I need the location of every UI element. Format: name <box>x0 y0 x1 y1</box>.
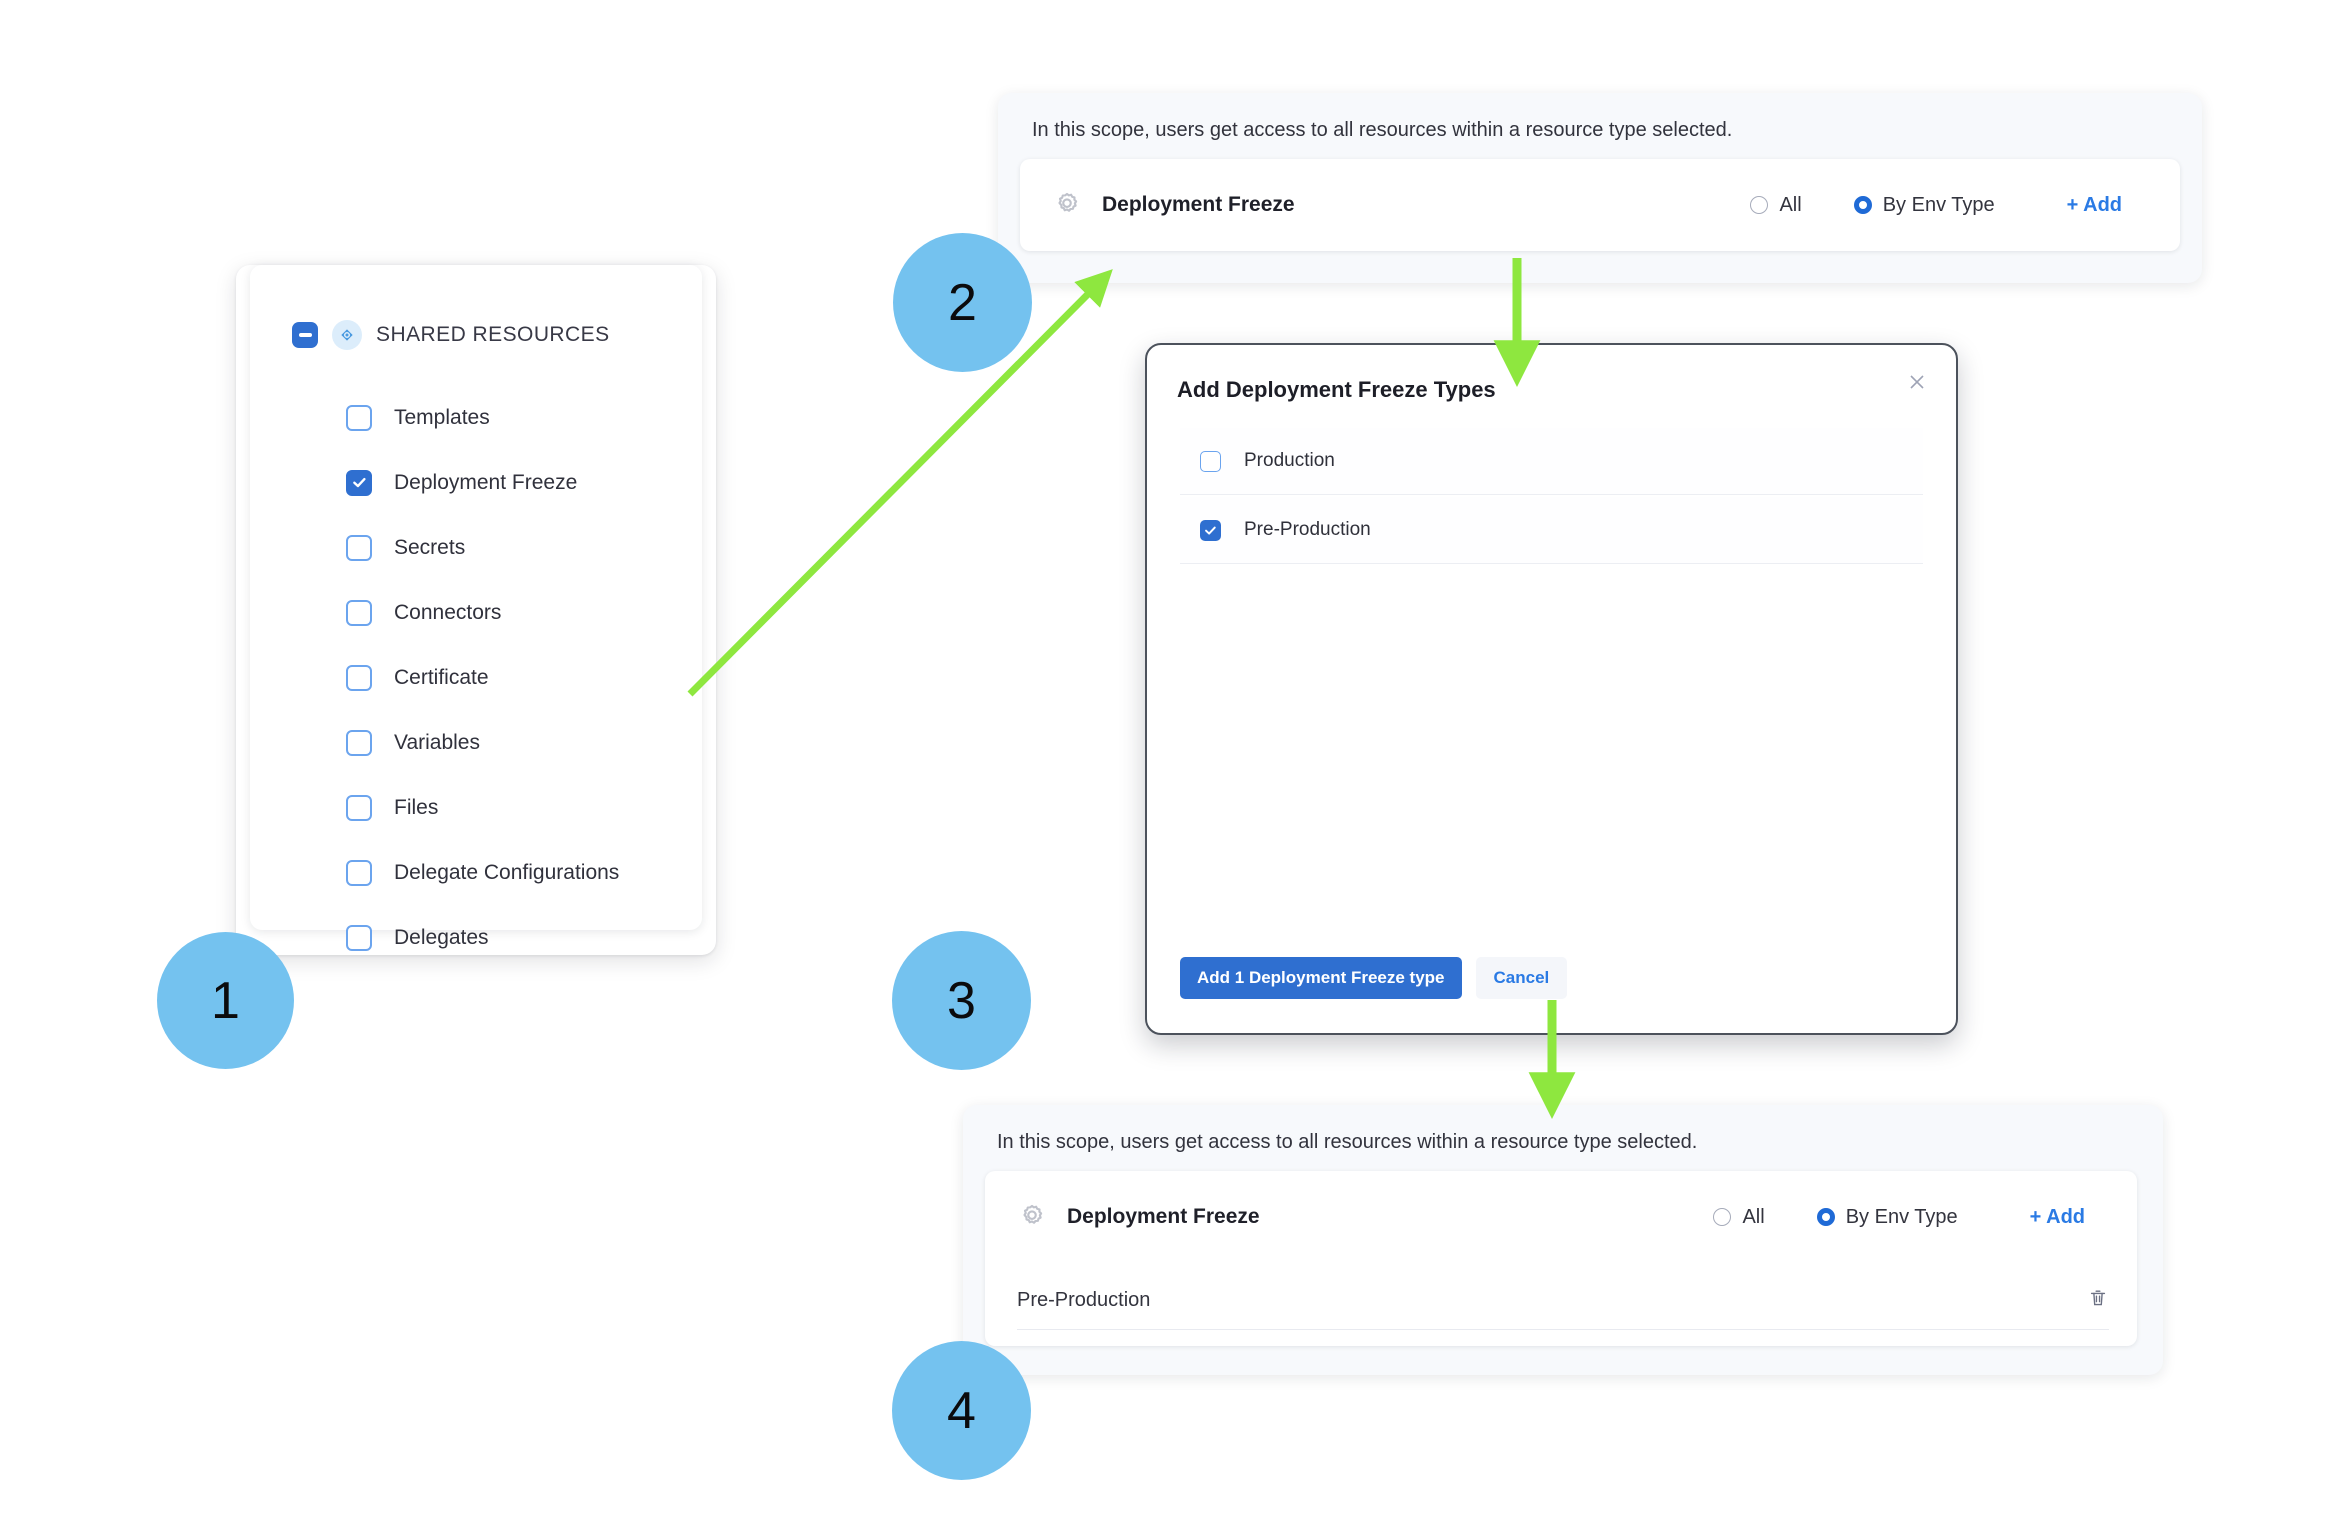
step-bubble-3: 3 <box>892 931 1031 1070</box>
checkbox-templates[interactable] <box>346 404 372 431</box>
env-type-name: Pre-Production <box>1017 1288 1151 1311</box>
modal-option-production-label: Production <box>1244 450 1335 471</box>
resource-type-card-after: Deployment Freeze All By Env Type + Add <box>985 1171 2137 1346</box>
gear-icon <box>1017 1202 1047 1232</box>
checkbox-secrets[interactable] <box>346 534 372 561</box>
minus-icon[interactable] <box>292 322 318 348</box>
resource-type-name-after: Deployment Freeze <box>1067 1205 1260 1228</box>
radio-all[interactable] <box>1750 196 1769 214</box>
checkbox-delegate-configurations[interactable] <box>346 859 372 886</box>
shared-resource-item[interactable]: Delegates <box>346 905 676 970</box>
shared-resources-title: SHARED RESOURCES <box>376 323 610 346</box>
radio-all-label: All <box>1779 193 1802 216</box>
scope-panel-after: In this scope, users get access to all r… <box>963 1105 2163 1375</box>
radio-by-env-type-after[interactable] <box>1816 1208 1835 1226</box>
scope-panel-before: In this scope, users get access to all r… <box>998 93 2202 283</box>
cancel-button[interactable]: Cancel <box>1475 957 1568 999</box>
shared-resources-header[interactable]: SHARED RESOURCES <box>292 320 610 350</box>
radio-all-after-label: All <box>1742 1205 1765 1228</box>
resource-type-row: Deployment Freeze All By Env Type + Add <box>1020 159 2180 251</box>
shared-resource-label: Templates <box>394 405 490 429</box>
radio-by-env-type-after-label: By Env Type <box>1845 1205 1958 1228</box>
scope-description: In this scope, users get access to all r… <box>1032 119 1733 141</box>
gear-icon <box>1052 190 1082 220</box>
shared-resource-item[interactable]: Deployment Freeze <box>346 450 676 515</box>
scope-controls: All By Env Type + Add <box>1750 194 2180 217</box>
step-bubble-2: 2 <box>893 233 1032 372</box>
checkbox-delegates[interactable] <box>346 924 372 951</box>
modal-option-pre-production[interactable]: Pre-Production <box>1180 497 1923 564</box>
shared-resource-label: Delegate Configurations <box>394 860 620 884</box>
step-bubble-4: 4 <box>892 1341 1031 1480</box>
radio-by-env-type-label: By Env Type <box>1882 193 1995 216</box>
step-bubble-1: 1 <box>157 932 294 1069</box>
checkbox-certificate[interactable] <box>346 664 372 691</box>
trash-icon[interactable] <box>2087 1287 2109 1314</box>
shared-resource-item[interactable]: Variables <box>346 710 676 775</box>
shared-resource-label: Files <box>394 795 439 819</box>
shared-resource-label: Deployment Freeze <box>394 470 578 494</box>
add-button-before[interactable]: + Add <box>2066 193 2122 216</box>
radio-option-by-env-type-after[interactable]: By Env Type <box>1816 1205 1958 1229</box>
checkbox-deployment-freeze[interactable] <box>346 469 372 496</box>
arrow-1-to-2 <box>687 269 1113 697</box>
shared-resource-label: Variables <box>394 730 480 754</box>
radio-option-all-after[interactable]: All <box>1713 1205 1765 1229</box>
scope-description-after: In this scope, users get access to all r… <box>997 1131 1698 1153</box>
checkbox-variables[interactable] <box>346 729 372 756</box>
close-icon[interactable] <box>1902 367 1932 397</box>
radio-option-all[interactable]: All <box>1750 193 1802 217</box>
modal-footer: Add 1 Deployment Freeze type Cancel <box>1180 957 1568 999</box>
checkbox-files[interactable] <box>346 794 372 821</box>
modal-option-production[interactable]: Production <box>1180 428 1923 495</box>
shared-resource-item[interactable]: Templates <box>346 385 676 450</box>
shared-resource-item[interactable]: Files <box>346 775 676 840</box>
modal-option-pre-production-label: Pre-Production <box>1244 519 1371 540</box>
shared-resource-item[interactable]: Secrets <box>346 515 676 580</box>
add-deployment-freeze-types-modal: Add Deployment Freeze Types Production P… <box>1145 343 1958 1035</box>
shared-resource-label: Secrets <box>394 535 466 559</box>
modal-title: Add Deployment Freeze Types <box>1177 377 1496 402</box>
checkbox-connectors[interactable] <box>346 599 372 626</box>
radio-option-by-env-type[interactable]: By Env Type <box>1853 193 1995 217</box>
shared-resources-icon <box>332 320 362 350</box>
shared-resource-label: Certificate <box>394 665 489 689</box>
add-button-after[interactable]: + Add <box>2029 1205 2085 1228</box>
checkbox-pre-production[interactable] <box>1200 519 1221 541</box>
scope-controls-after: All By Env Type + Add <box>1713 1206 2137 1229</box>
shared-resource-item[interactable]: Certificate <box>346 645 676 710</box>
resource-type-row-after: Deployment Freeze All By Env Type + Add <box>985 1171 2137 1263</box>
radio-all-after[interactable] <box>1713 1208 1732 1226</box>
checkbox-production[interactable] <box>1200 450 1221 472</box>
add-freeze-types-button[interactable]: Add 1 Deployment Freeze type <box>1180 957 1462 999</box>
resource-type-name: Deployment Freeze <box>1102 193 1295 216</box>
env-type-row: Pre-Production <box>1017 1271 2109 1330</box>
resource-type-card-before: Deployment Freeze All By Env Type + Add <box>1020 159 2180 251</box>
shared-resource-label: Delegates <box>394 925 489 949</box>
radio-by-env-type[interactable] <box>1853 196 1872 214</box>
shared-resource-item[interactable]: Connectors <box>346 580 676 645</box>
shared-resource-label: Connectors <box>394 600 502 624</box>
shared-resource-item[interactable]: Delegate Configurations <box>346 840 676 905</box>
